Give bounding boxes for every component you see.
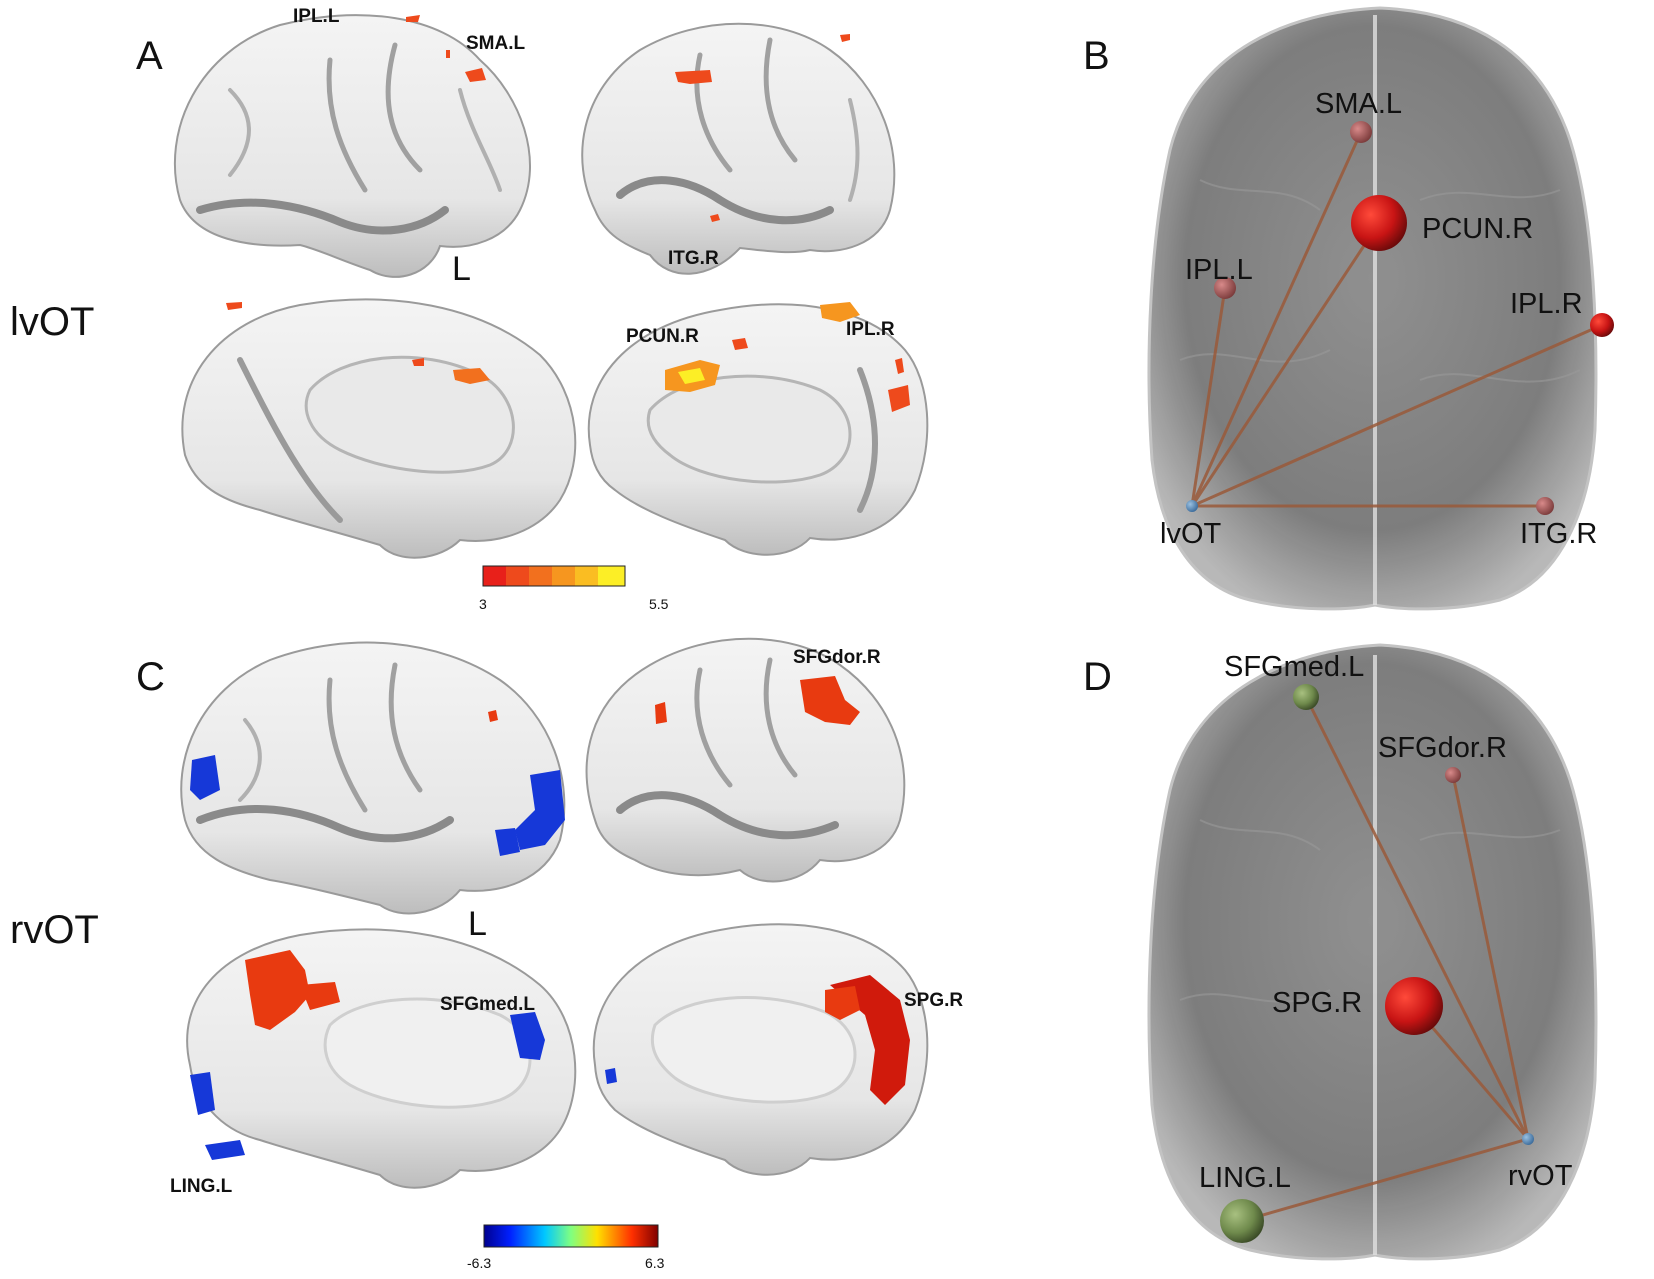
seed-label-rvot: rvOT bbox=[10, 908, 99, 952]
node-sfgdor-r-d bbox=[1445, 767, 1461, 783]
panel-letter-b: B bbox=[1083, 34, 1110, 78]
node-label-lvot-b: lvOT bbox=[1160, 518, 1222, 550]
node-lvot-b bbox=[1186, 500, 1198, 512]
brain-left-lateral-c bbox=[180, 641, 566, 915]
region-label-ling-l-c: LING.L bbox=[170, 1176, 233, 1197]
node-label-ipl-r-b: IPL.R bbox=[1510, 288, 1583, 320]
brain-right-lateral-c bbox=[585, 637, 906, 883]
node-ipl-r-b bbox=[1590, 313, 1614, 337]
brain-left-lateral-a bbox=[173, 14, 531, 278]
node-label-spg-r-d: SPG.R bbox=[1272, 987, 1363, 1019]
colorbar-c-min: -6.3 bbox=[467, 1255, 492, 1271]
node-label-rvot-d: rvOT bbox=[1508, 1160, 1573, 1192]
hemisphere-label-a: L bbox=[452, 250, 471, 288]
region-label-sfgdor-r-c: SFGdor.R bbox=[793, 647, 881, 668]
region-label-sma-l-a: SMA.L bbox=[466, 33, 526, 54]
panel-c-surfaces bbox=[180, 637, 929, 1248]
panel-letter-d: D bbox=[1083, 655, 1112, 699]
colorbar-c bbox=[483, 1224, 659, 1248]
node-rvot-d bbox=[1522, 1133, 1534, 1145]
panel-letter-a: A bbox=[136, 34, 163, 78]
node-ling-l-d bbox=[1220, 1199, 1264, 1243]
node-label-ipl-l-b: IPL.L bbox=[1185, 254, 1253, 286]
node-sma-l-b bbox=[1350, 121, 1372, 143]
brain-left-medial-c bbox=[186, 928, 577, 1189]
region-label-ipl-r-a: IPL.R bbox=[846, 319, 895, 340]
region-label-itg-r-a: ITG.R bbox=[668, 248, 719, 269]
panel-a-surfaces bbox=[173, 14, 929, 587]
node-pcun-r-b bbox=[1351, 195, 1407, 251]
region-label-pcun-r-a: PCUN.R bbox=[626, 326, 699, 347]
hemisphere-label-c: L bbox=[468, 905, 487, 943]
node-itg-r-b bbox=[1536, 497, 1554, 515]
region-label-sfgmed-l-c: SFGmed.L bbox=[440, 994, 536, 1015]
seed-label-lvot: lvOT bbox=[10, 300, 95, 344]
node-label-sfgmed-l-d: SFGmed.L bbox=[1224, 651, 1365, 683]
node-label-pcun-r-b: PCUN.R bbox=[1422, 213, 1534, 245]
node-sfgmed-l-d bbox=[1293, 684, 1319, 710]
brain-right-medial-c bbox=[592, 923, 929, 1176]
brain-right-lateral-a bbox=[581, 22, 896, 275]
node-spg-r-d bbox=[1385, 977, 1443, 1035]
colorbar-a bbox=[482, 565, 626, 587]
edges-b bbox=[1190, 131, 1603, 508]
node-label-sfgdor-r-d: SFGdor.R bbox=[1378, 732, 1507, 764]
panel-letter-c: C bbox=[136, 655, 165, 699]
node-label-itg-r-b: ITG.R bbox=[1520, 518, 1598, 550]
node-label-sma-l-b: SMA.L bbox=[1315, 88, 1403, 120]
edges-d bbox=[1241, 696, 1530, 1223]
panel-b-glass-brain bbox=[1147, 6, 1614, 611]
colorbar-a-max: 5.5 bbox=[649, 596, 669, 612]
node-ipl-l-b bbox=[1214, 277, 1236, 299]
panel-d-glass-brain bbox=[1147, 643, 1598, 1261]
region-label-spg-r-c: SPG.R bbox=[904, 990, 964, 1011]
colorbar-a-min: 3 bbox=[479, 596, 487, 612]
region-label-ipl-l-a: IPL.L bbox=[293, 6, 340, 27]
brain-right-medial-a bbox=[587, 302, 929, 556]
brain-left-medial-a bbox=[181, 298, 577, 559]
node-label-ling-l-d: LING.L bbox=[1199, 1162, 1291, 1194]
colorbar-c-max: 6.3 bbox=[645, 1255, 665, 1271]
